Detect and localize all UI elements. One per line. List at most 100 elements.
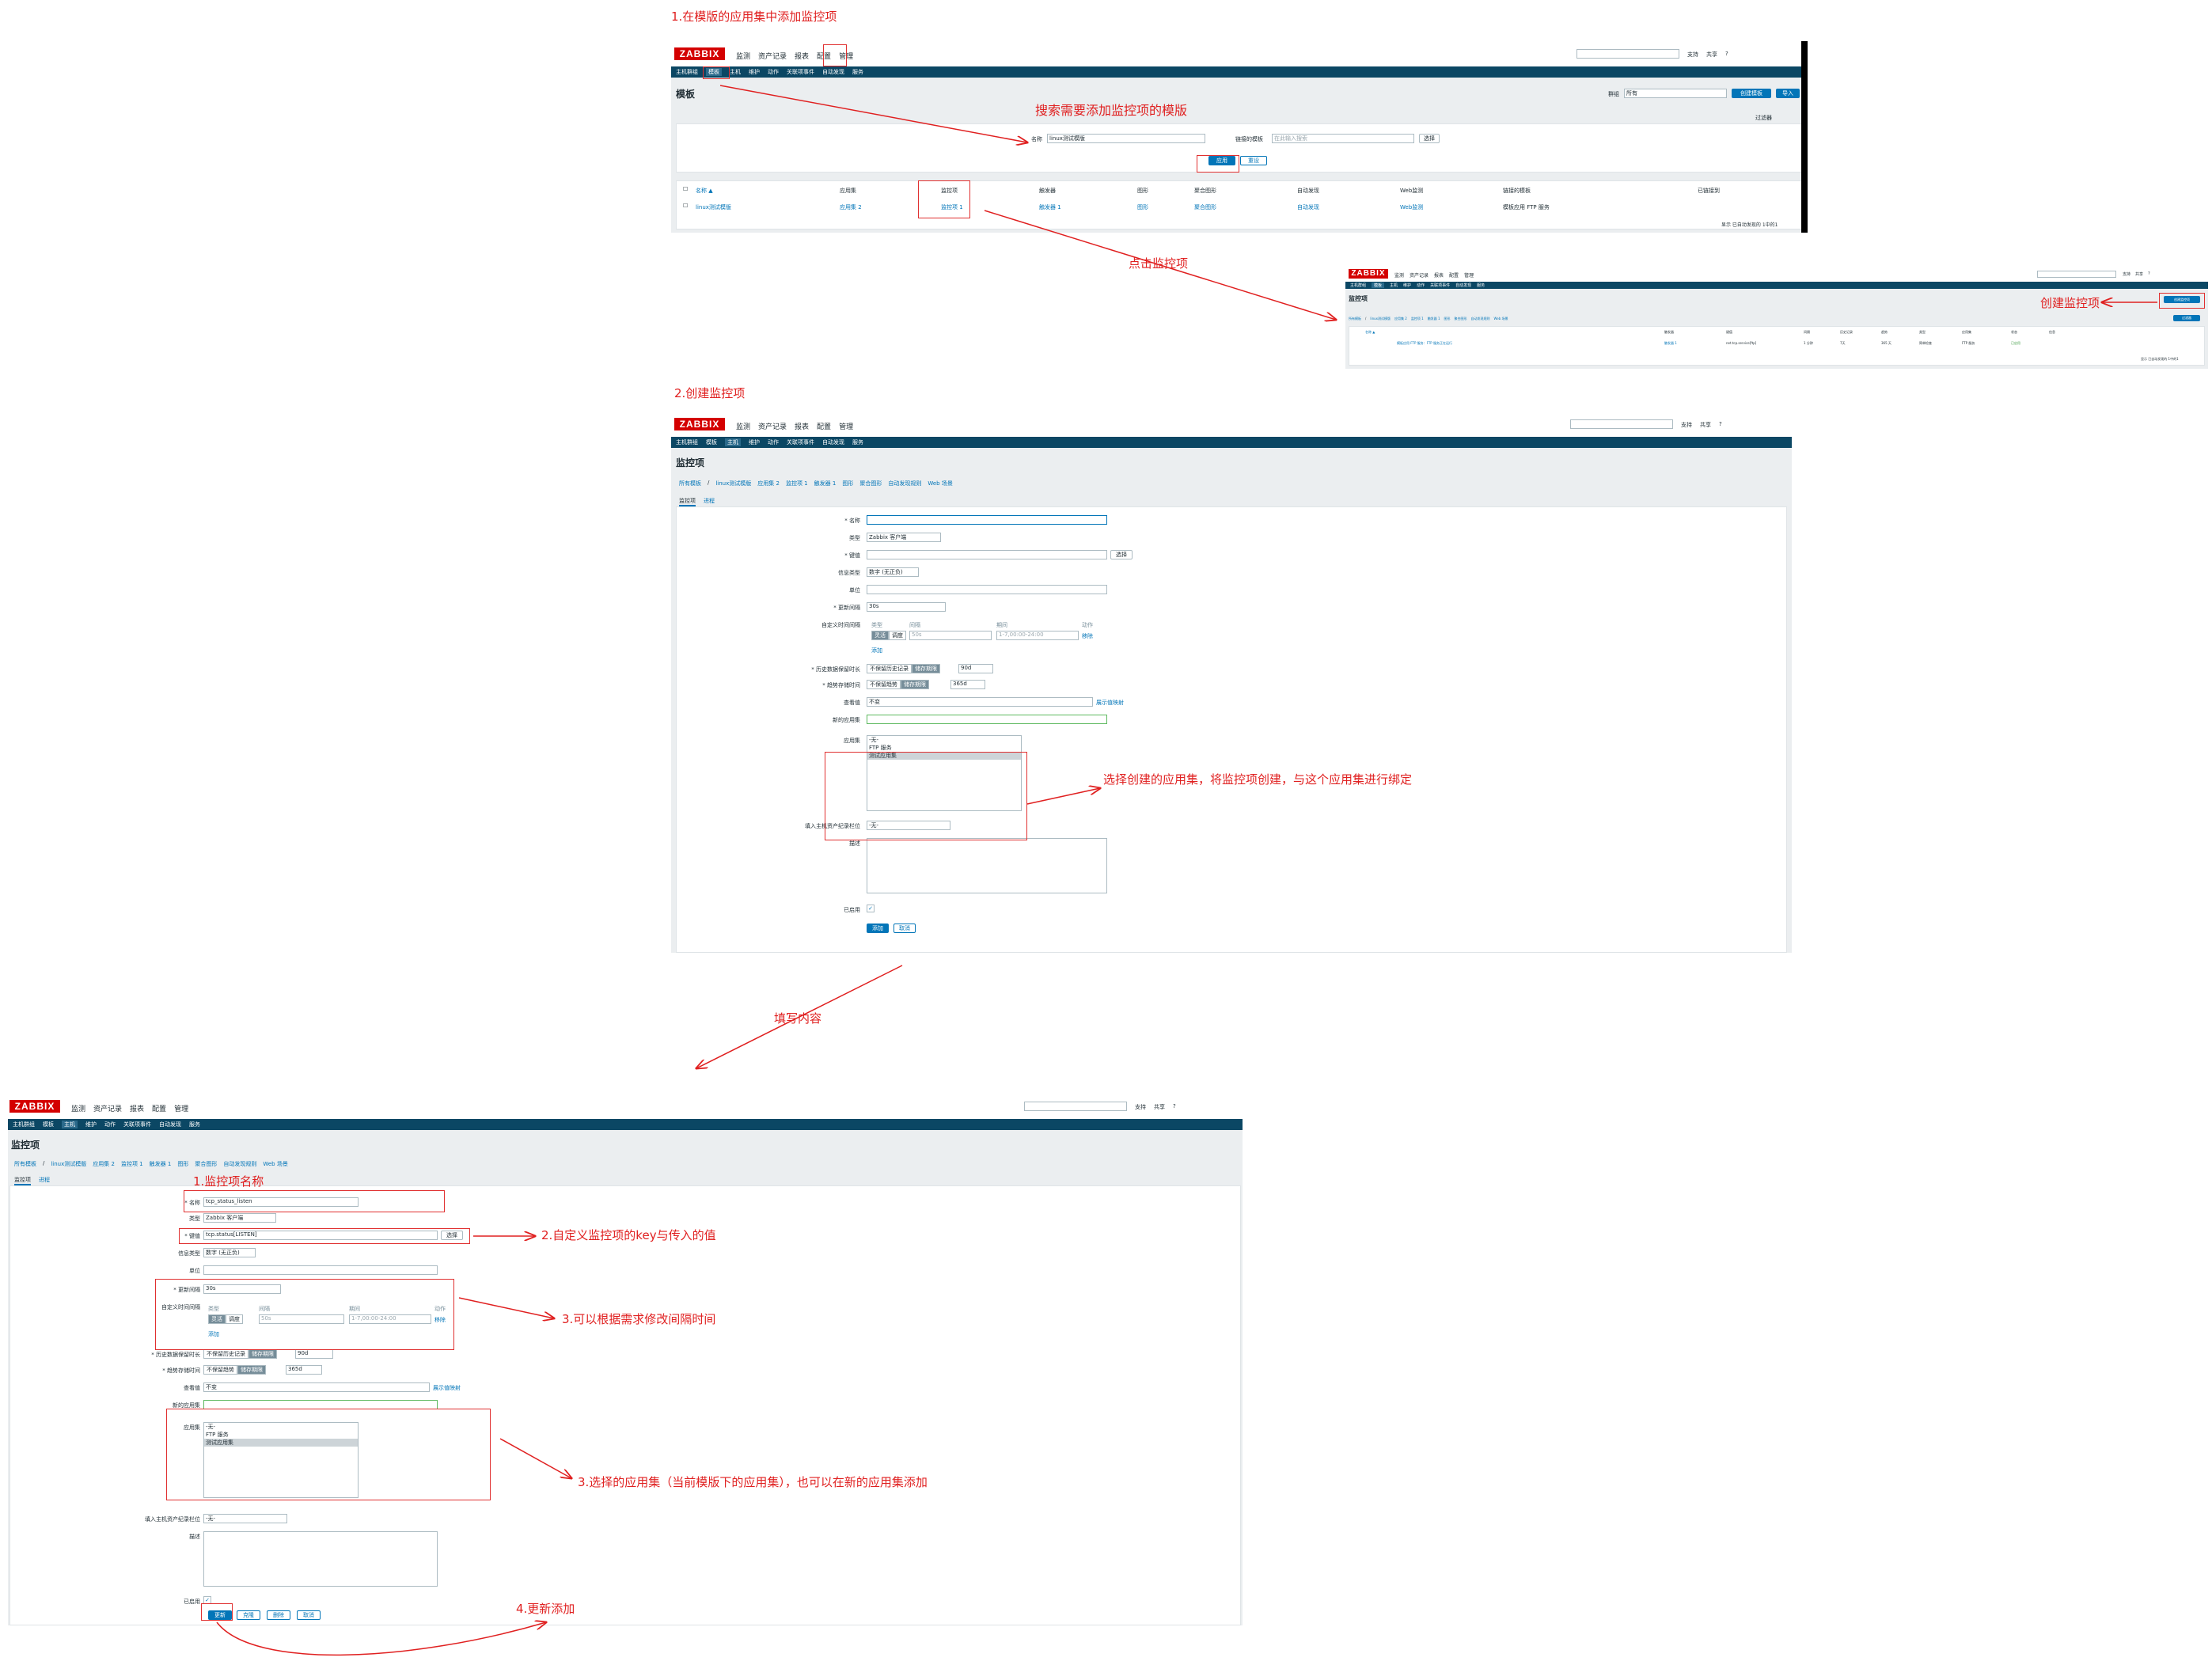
key-select-button[interactable]: 选择 bbox=[441, 1231, 463, 1240]
submenu-actions[interactable]: 动作 bbox=[768, 439, 779, 446]
trends-no-keep[interactable]: 不保留趋势 bbox=[203, 1365, 237, 1375]
help-link[interactable]: ? bbox=[1173, 1103, 1176, 1109]
submenu-correlation[interactable]: 关联项事件 bbox=[1430, 283, 1451, 288]
submenu-discovery[interactable]: 自动发现 bbox=[822, 69, 844, 75]
row-items-link[interactable]: 监控项 1 bbox=[941, 204, 963, 210]
create-item-button[interactable]: 创建监控项 bbox=[2164, 296, 2200, 303]
import-button[interactable]: 导入 bbox=[1776, 89, 1800, 98]
add-button[interactable]: 添加 bbox=[867, 924, 889, 933]
menu-monitoring[interactable]: 监测 bbox=[736, 53, 751, 61]
bc-applications[interactable]: 应用集 2 bbox=[757, 480, 780, 487]
type-select[interactable]: Zabbix 客户端 bbox=[867, 533, 941, 542]
bc-triggers[interactable]: 触发器 1 bbox=[1427, 317, 1440, 320]
bc-all-templates[interactable]: 所有模板 bbox=[1349, 317, 1361, 320]
menu-configuration[interactable]: 配置 bbox=[817, 423, 832, 431]
bc-screens[interactable]: 聚合图形 bbox=[195, 1161, 218, 1167]
menu-administration[interactable]: 管理 bbox=[174, 1106, 189, 1113]
ci-add-link[interactable]: 添加 bbox=[871, 647, 882, 654]
apps-option-none[interactable]: -无- bbox=[869, 737, 879, 743]
tab-item[interactable]: 监控项 bbox=[679, 497, 696, 506]
select-all-checkbox[interactable]: ☐ bbox=[683, 186, 689, 192]
submenu-actions[interactable]: 动作 bbox=[768, 69, 779, 75]
trends-storage-period[interactable]: 储存期限 bbox=[237, 1365, 266, 1375]
submenu-hostgroups[interactable]: 主机群组 bbox=[1350, 283, 1367, 288]
help-link[interactable]: ? bbox=[2148, 271, 2150, 276]
ci-flexible-toggle[interactable]: 灵活 bbox=[208, 1314, 226, 1324]
type-select[interactable]: Zabbix 客户端 bbox=[203, 1213, 276, 1223]
row-triggers-link[interactable]: 触发器 1 bbox=[1039, 204, 1061, 210]
submenu-hosts[interactable]: 主机 bbox=[62, 1121, 78, 1128]
ci-add-link[interactable]: 添加 bbox=[208, 1331, 219, 1337]
global-search-input[interactable] bbox=[1024, 1102, 1127, 1111]
linked-templates-input[interactable]: 在此输入搜索 bbox=[1272, 134, 1414, 143]
units-input[interactable] bbox=[867, 585, 1107, 594]
inventory-select[interactable]: -无- bbox=[203, 1514, 287, 1523]
submenu-correlation[interactable]: 关联项事件 bbox=[787, 69, 814, 75]
share-link[interactable]: 共享 bbox=[1706, 51, 1717, 58]
support-link[interactable]: 支持 bbox=[1135, 1104, 1146, 1110]
row-discovery-link[interactable]: 自动发现 bbox=[1297, 204, 1319, 210]
history-input[interactable]: 90d bbox=[958, 664, 993, 673]
bc-triggers[interactable]: 触发器 1 bbox=[814, 480, 837, 487]
apps-option-ftp[interactable]: FTP 服务 bbox=[869, 745, 892, 751]
menu-monitoring[interactable]: 监测 bbox=[1394, 273, 1405, 279]
ci-flexible-toggle[interactable]: 灵活 bbox=[871, 631, 889, 640]
trends-input[interactable]: 365d bbox=[286, 1365, 322, 1375]
value-type-select[interactable]: 数字 (无正负) bbox=[203, 1248, 256, 1257]
cancel-button[interactable]: 取消 bbox=[297, 1610, 321, 1620]
apps-option-ftp[interactable]: FTP 服务 bbox=[206, 1432, 229, 1438]
submenu-services[interactable]: 服务 bbox=[1477, 283, 1485, 288]
menu-configuration[interactable]: 配置 bbox=[1449, 273, 1459, 279]
share-link[interactable]: 共享 bbox=[1700, 422, 1711, 428]
bc-items[interactable]: 监控项 1 bbox=[785, 480, 808, 487]
submenu-discovery[interactable]: 自动发现 bbox=[822, 439, 844, 446]
bc-discovery[interactable]: 自动发现规则 bbox=[223, 1161, 257, 1167]
reset-button[interactable]: 重设 bbox=[1240, 156, 1267, 165]
new-app-input[interactable] bbox=[867, 715, 1107, 724]
tab-item[interactable]: 监控项 bbox=[14, 1176, 31, 1185]
submenu-hostgroups[interactable]: 主机群组 bbox=[676, 439, 698, 446]
menu-inventory[interactable]: 资产记录 bbox=[758, 53, 787, 61]
menu-monitoring[interactable]: 监测 bbox=[71, 1106, 86, 1113]
inventory-select[interactable]: -无- bbox=[867, 821, 950, 830]
show-value-select[interactable]: 不变 bbox=[867, 697, 1093, 707]
menu-monitoring[interactable]: 监测 bbox=[736, 423, 751, 431]
support-link[interactable]: 支持 bbox=[1687, 51, 1698, 58]
share-link[interactable]: 共享 bbox=[2135, 272, 2144, 277]
apps-option-test[interactable]: 测试应用集 bbox=[867, 752, 1021, 760]
submenu-actions[interactable]: 动作 bbox=[1417, 283, 1425, 288]
linked-select-button[interactable]: 选择 bbox=[1419, 134, 1440, 143]
help-link[interactable]: ? bbox=[1719, 421, 1722, 427]
bc-template[interactable]: linux测试模版 bbox=[715, 480, 752, 487]
bc-graphs[interactable]: 图形 bbox=[1444, 317, 1451, 320]
submenu-maintenance[interactable]: 维护 bbox=[85, 1121, 97, 1128]
bc-web[interactable]: Web 场景 bbox=[1493, 317, 1508, 320]
key-select-button[interactable]: 选择 bbox=[1110, 550, 1133, 559]
bc-all-templates[interactable]: 所有模板 bbox=[14, 1161, 36, 1167]
interval-input[interactable]: 30s bbox=[203, 1284, 281, 1294]
show-value-mapping-link[interactable]: 展示值映射 bbox=[433, 1385, 461, 1391]
name-input[interactable] bbox=[867, 515, 1107, 525]
ci-scheduling-toggle[interactable]: 调度 bbox=[889, 631, 906, 640]
row-checkbox[interactable]: ☐ bbox=[683, 203, 689, 209]
history-no-keep[interactable]: 不保留历史记录 bbox=[867, 664, 912, 673]
menu-configuration[interactable]: 配置 bbox=[817, 53, 832, 61]
submenu-templates[interactable]: 模板 bbox=[706, 439, 717, 446]
submenu-hosts[interactable]: 主机 bbox=[730, 69, 741, 75]
show-value-select[interactable]: 不变 bbox=[203, 1382, 430, 1392]
filter-toggle[interactable]: 过滤器 bbox=[1755, 115, 1772, 121]
submenu-templates[interactable]: 模板 bbox=[1372, 283, 1385, 288]
bc-applications[interactable]: 应用集 2 bbox=[93, 1161, 115, 1167]
name-input[interactable]: tcp_status_listen bbox=[203, 1197, 359, 1207]
row-item-name[interactable]: 模板应用 FTP 服务：FTP 服务正在运行 bbox=[1397, 341, 1452, 345]
row-template-name[interactable]: linux测试模版 bbox=[696, 204, 731, 210]
bc-items[interactable]: 监控项 1 bbox=[120, 1161, 143, 1167]
menu-inventory[interactable]: 资产记录 bbox=[758, 423, 787, 431]
menu-administration[interactable]: 管理 bbox=[1464, 273, 1474, 279]
row-applications-link[interactable]: 应用集 2 bbox=[840, 204, 862, 210]
submenu-maintenance[interactable]: 维护 bbox=[749, 69, 760, 75]
submenu-hosts[interactable]: 主机 bbox=[725, 438, 741, 446]
submenu-hosts[interactable]: 主机 bbox=[1390, 283, 1398, 288]
row-screens-link[interactable]: 聚合图形 bbox=[1194, 204, 1216, 210]
bc-triggers[interactable]: 触发器 1 bbox=[149, 1161, 172, 1167]
